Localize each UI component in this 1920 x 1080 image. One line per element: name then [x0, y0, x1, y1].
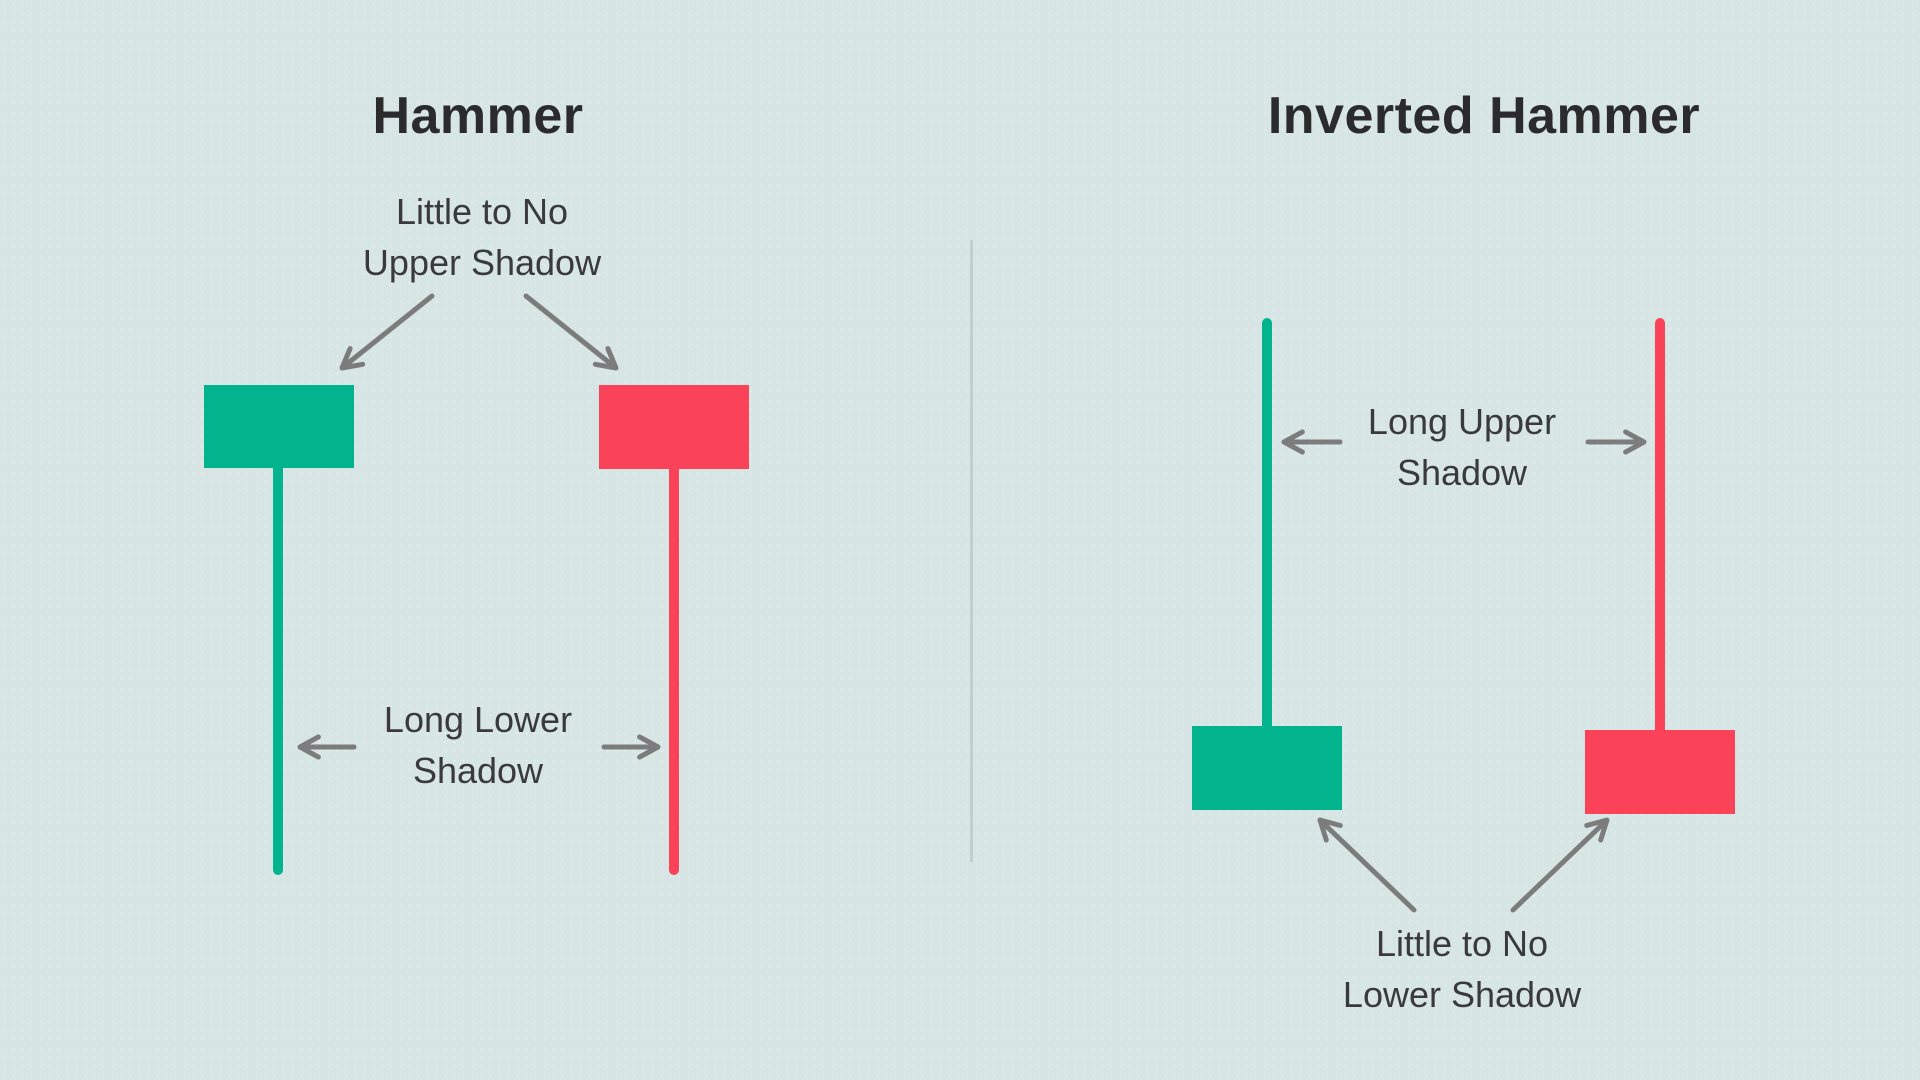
hammer-upper-shadow-label: Little to No Upper Shadow: [182, 186, 782, 288]
hammer-title: Hammer: [372, 87, 584, 145]
arrow-hammer-lower-right: [601, 734, 661, 760]
hammer-lower-shadow-label: Long Lower Shadow: [178, 694, 778, 796]
arrow-hammer-lower-left: [297, 734, 357, 760]
panel-divider: [970, 240, 973, 862]
arrow-hammer-upper-left: [339, 293, 435, 371]
inverted-hammer-lower-shadow-label-line2: Lower Shadow: [1342, 974, 1582, 1015]
hammer-bullish-candle-body: [204, 385, 354, 468]
arrow-inverted-lower-left: [1317, 817, 1417, 913]
hammer-bearish-candle-body: [599, 385, 749, 469]
hammer-upper-shadow-label-line2: Upper Shadow: [362, 242, 602, 283]
inverted-hammer-bullish-candle-wick: [1262, 318, 1272, 733]
arrow-inverted-lower-right: [1510, 817, 1610, 913]
hammer-bullish-candle-wick: [273, 460, 283, 875]
inverted-hammer-title: Inverted Hammer: [1267, 87, 1701, 145]
hammer-lower-shadow-label-line2: Shadow: [412, 750, 544, 791]
arrow-inverted-upper-left: [1281, 429, 1343, 455]
inverted-hammer-bearish-candle-wick: [1655, 318, 1665, 738]
arrow-hammer-upper-right: [523, 293, 619, 371]
inverted-hammer-bullish-candle-body: [1192, 726, 1342, 810]
hammer-lower-shadow-label-line1: Long Lower: [383, 699, 573, 740]
inverted-hammer-upper-shadow-label: Long Upper Shadow: [1162, 396, 1762, 498]
hammer-bearish-candle-wick: [669, 460, 679, 875]
inverted-hammer-bearish-candle-body: [1585, 730, 1735, 814]
hammer-upper-shadow-label-line1: Little to No: [395, 191, 569, 232]
inverted-hammer-upper-shadow-label-line1: Long Upper: [1367, 401, 1557, 442]
arrow-inverted-upper-right: [1585, 429, 1647, 455]
inverted-hammer-upper-shadow-label-line2: Shadow: [1396, 452, 1528, 493]
inverted-hammer-lower-shadow-label-line1: Little to No: [1375, 923, 1549, 964]
inverted-hammer-lower-shadow-label: Little to No Lower Shadow: [1162, 918, 1762, 1020]
